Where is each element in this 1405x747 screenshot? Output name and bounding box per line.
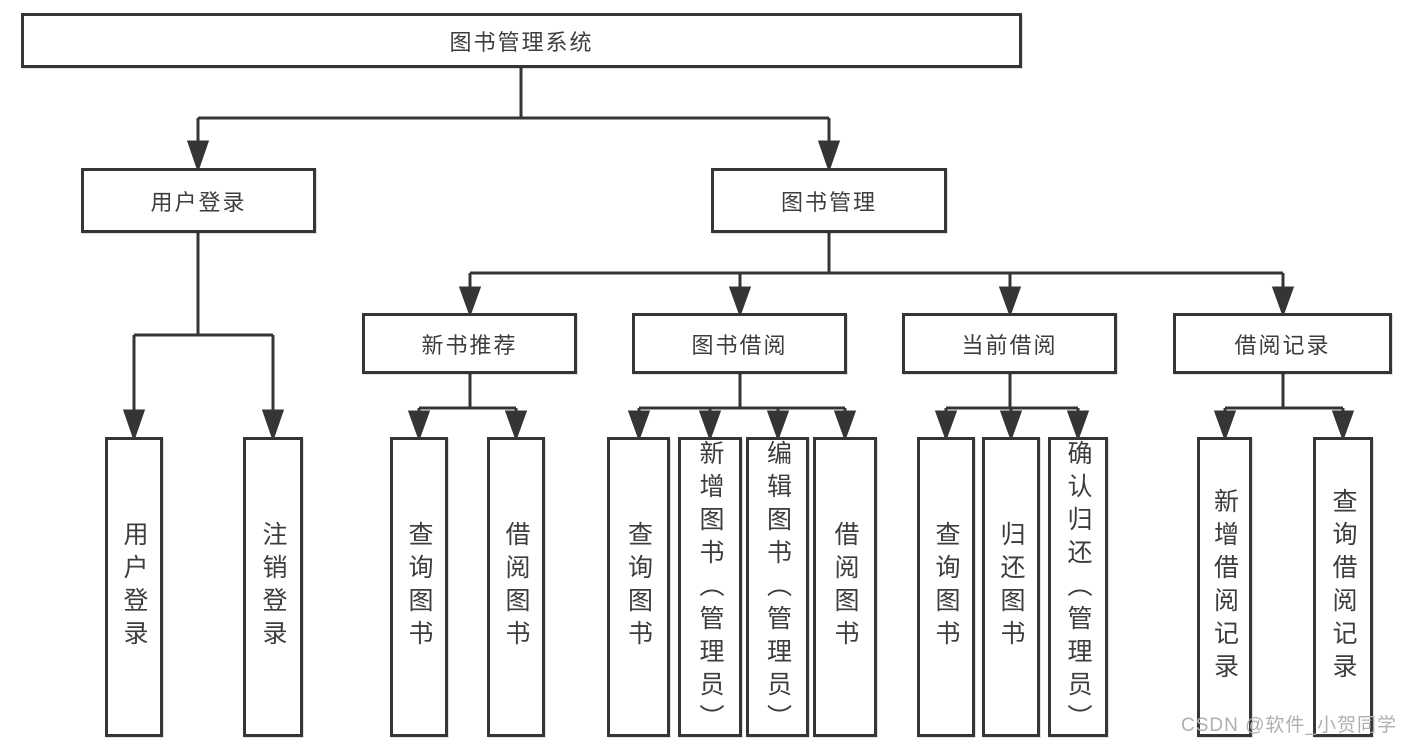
node-label: 图书借阅 bbox=[691, 332, 788, 358]
leaf-label: 查询借阅记录 bbox=[1329, 488, 1357, 686]
node-label: 新书推荐 bbox=[421, 332, 518, 358]
leaf-return-books: 归还图书 bbox=[982, 437, 1040, 737]
node-current-borrowing: 当前借阅 bbox=[902, 313, 1117, 374]
leaf-edit-books-admin: 编辑图书（管理员） bbox=[746, 437, 809, 737]
leaf-label: 归还图书 bbox=[997, 521, 1025, 653]
leaf-add-books-admin: 新增图书（管理员） bbox=[678, 437, 742, 737]
connector-bookmgmt-to-level3 bbox=[458, 233, 1295, 318]
connector-userlogin-to-leaves bbox=[122, 233, 285, 442]
node-user-login: 用户登录 bbox=[81, 168, 316, 233]
node-borrow-records: 借阅记录 bbox=[1173, 313, 1392, 374]
connector-bookborrow-to-leaves bbox=[627, 374, 857, 442]
leaf-user-login: 用户登录 bbox=[105, 437, 163, 737]
leaf-confirm-return-admin: 确认归还（管理员） bbox=[1048, 437, 1108, 737]
node-book-borrowing: 图书借阅 bbox=[632, 313, 847, 374]
csdn-watermark: CSDN @软件_小贺同学 bbox=[1181, 715, 1397, 736]
leaf-query-books-current: 查询图书 bbox=[917, 437, 975, 737]
leaf-label: 注销登录 bbox=[259, 521, 287, 653]
node-label: 图书管理 bbox=[780, 189, 877, 215]
node-label: 用户登录 bbox=[150, 189, 247, 215]
leaf-add-borrow-record: 新增借阅记录 bbox=[1197, 437, 1252, 737]
connector-newbooks-to-leaves bbox=[407, 374, 528, 442]
node-root-library-system: 图书管理系统 bbox=[21, 13, 1022, 68]
connector-currentborrow-to-leaves bbox=[934, 374, 1090, 442]
leaf-query-books-newbooks: 查询图书 bbox=[390, 437, 448, 737]
leaf-label: 用户登录 bbox=[120, 521, 148, 653]
leaf-borrow-books-borrowing: 借阅图书 bbox=[813, 437, 877, 737]
leaf-label: 查询图书 bbox=[932, 521, 960, 653]
connector-records-to-leaves bbox=[1213, 374, 1355, 442]
leaf-borrow-books-newbooks: 借阅图书 bbox=[487, 437, 545, 737]
node-book-management: 图书管理 bbox=[711, 168, 947, 233]
leaf-label: 查询图书 bbox=[624, 521, 653, 653]
node-label: 借阅记录 bbox=[1234, 332, 1331, 358]
leaf-logout: 注销登录 bbox=[243, 437, 303, 737]
leaf-label: 借阅图书 bbox=[502, 521, 530, 653]
node-new-book-recommend: 新书推荐 bbox=[362, 313, 577, 374]
node-label: 图书管理系统 bbox=[449, 29, 594, 55]
leaf-label: 编辑图书（管理员） bbox=[763, 440, 792, 737]
connector-root-to-level2 bbox=[186, 68, 841, 173]
leaf-label: 查询图书 bbox=[405, 521, 433, 653]
leaf-query-borrow-record: 查询借阅记录 bbox=[1313, 437, 1373, 737]
leaf-label: 新增图书（管理员） bbox=[696, 440, 724, 737]
leaf-label: 确认归还（管理员） bbox=[1064, 440, 1092, 737]
leaf-query-books-borrowing: 查询图书 bbox=[607, 437, 670, 737]
leaf-label: 借阅图书 bbox=[831, 521, 859, 653]
leaf-label: 新增借阅记录 bbox=[1210, 488, 1239, 686]
node-label: 当前借阅 bbox=[961, 332, 1058, 358]
